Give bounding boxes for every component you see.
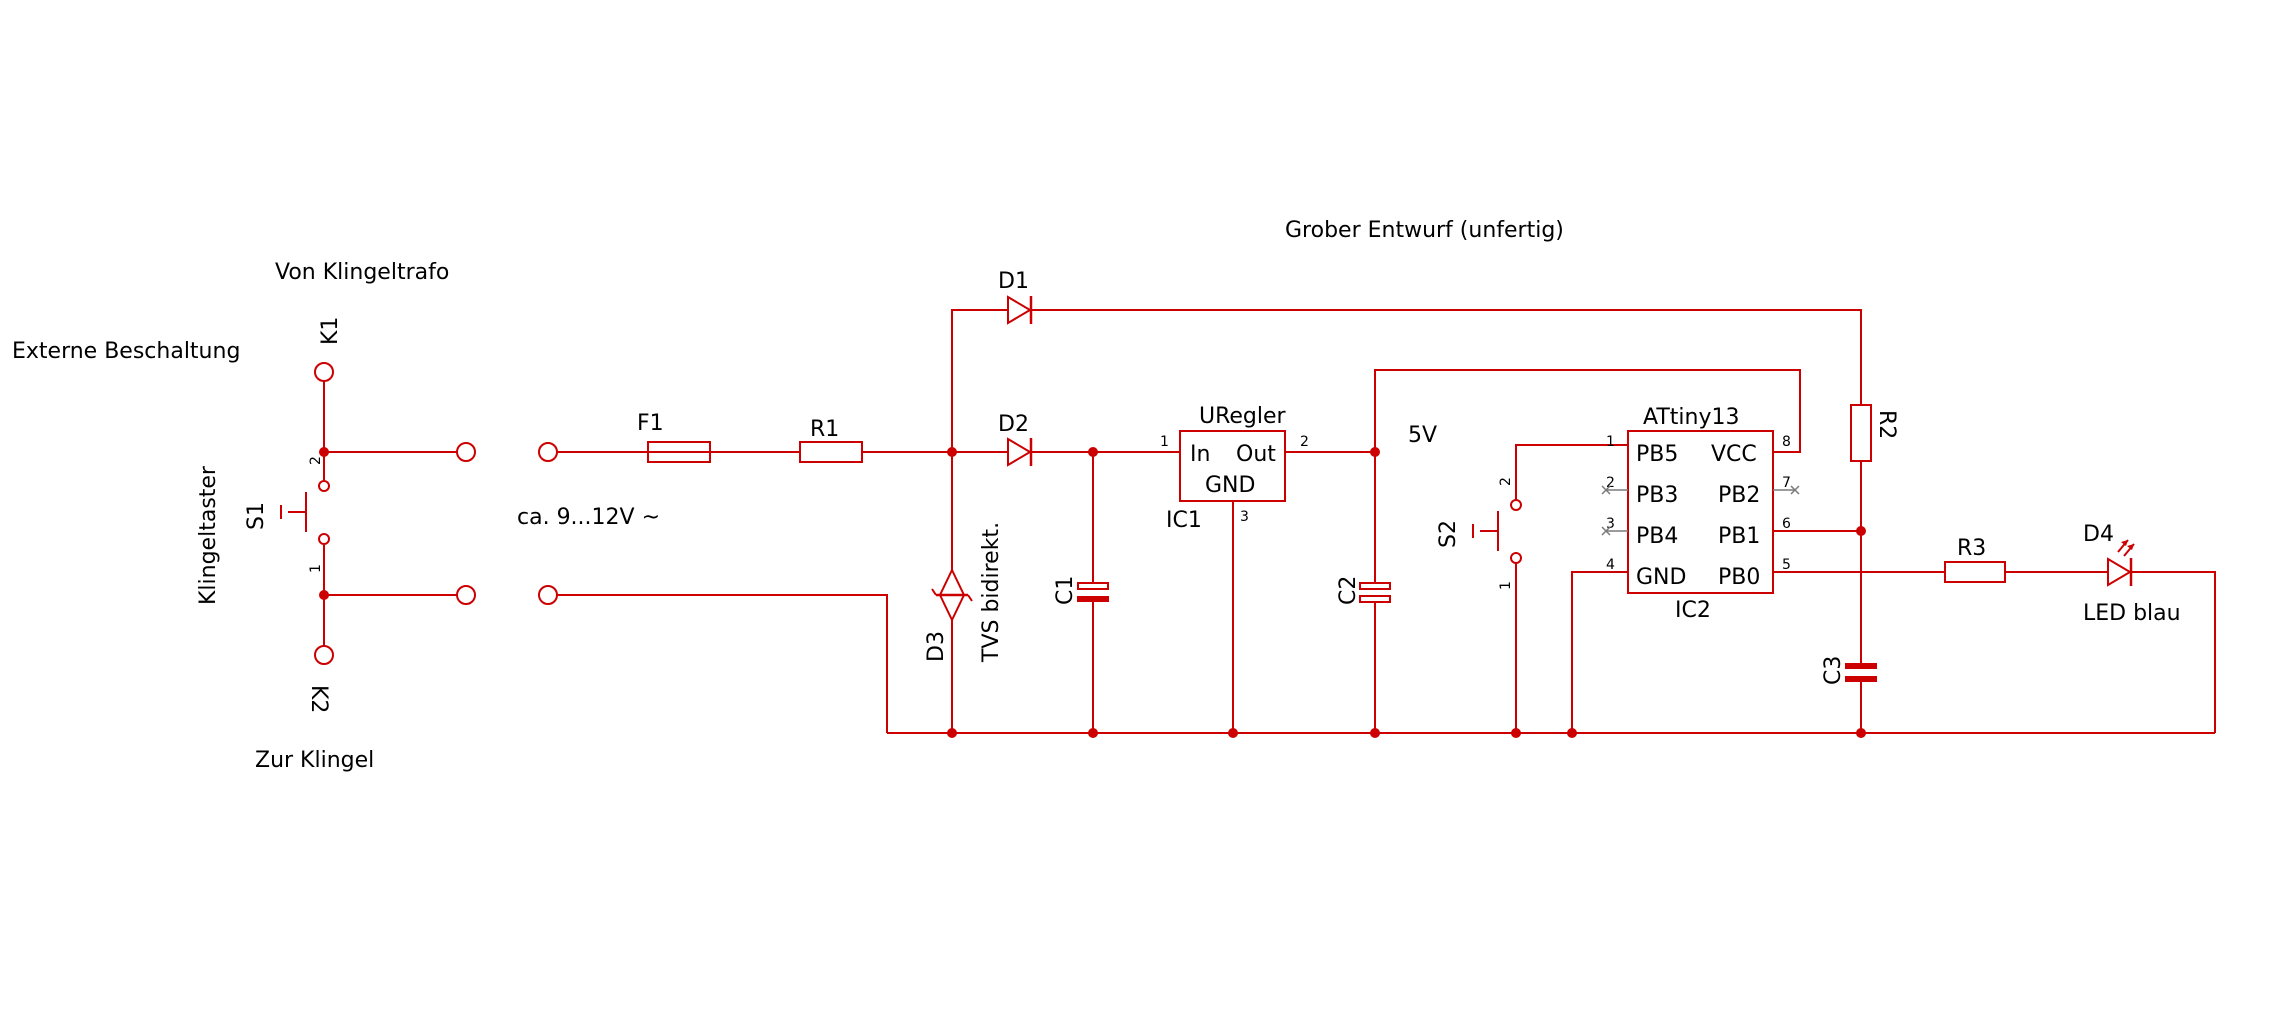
- s2-pin2: 2: [1498, 477, 1514, 486]
- ic2-pin-right-5: PB0: [1718, 565, 1760, 590]
- switch-s1: S1 Klingeltaster 2 1: [196, 456, 330, 605]
- supply-5v-label: 5V: [1408, 423, 1437, 448]
- led-d4: D4 LED blau: [2083, 522, 2181, 626]
- r2-label: R2: [1874, 410, 1899, 439]
- connector-k2: K2: [306, 645, 334, 713]
- junction: [947, 728, 957, 738]
- diode-d2: D2: [998, 412, 1033, 467]
- ic2-label: IC2: [1675, 598, 1711, 623]
- no-connect-icon: [1601, 526, 1611, 536]
- c3-label: C3: [1821, 656, 1846, 685]
- no-connect-icon: [1601, 485, 1611, 495]
- ic1-value: URegler: [1199, 404, 1287, 429]
- external-circuit-note: Externe Beschaltung: [12, 339, 240, 364]
- s2-pin1: 1: [1498, 581, 1514, 590]
- ic2-pin-number: 5: [1782, 557, 1791, 573]
- resistor-r1: R1: [799, 417, 863, 463]
- f1-label: F1: [637, 411, 664, 436]
- ic2-pin-right-8: VCC: [1711, 442, 1757, 467]
- ic2-pin-number: 4: [1606, 557, 1615, 573]
- junction: [319, 590, 329, 600]
- capacitor-c3: C3: [1821, 656, 1877, 685]
- d2-label: D2: [998, 412, 1029, 437]
- c1-label: C1: [1053, 576, 1078, 605]
- to-bell-note: Zur Klingel: [255, 748, 374, 773]
- r1-label: R1: [810, 417, 839, 442]
- ic2-pin-left-4: GND: [1636, 565, 1686, 590]
- wire-k1-top: [323, 381, 458, 453]
- ic2-pin-left-1: PB5: [1636, 442, 1678, 467]
- s1-pin2: 2: [308, 456, 324, 465]
- led-color-note: LED blau: [2083, 601, 2181, 626]
- ic2-pin-left-2: PB3: [1636, 483, 1678, 508]
- microcontroller-ic2: ATtiny13 IC2 PB5 PB3 PB4 GND VCC PB2 PB1…: [1601, 405, 1800, 623]
- s1-pin1: 1: [308, 564, 324, 573]
- wire-k2-bottom: [323, 545, 458, 596]
- ic2-pin-right-6: PB1: [1718, 524, 1760, 549]
- k1-label: K1: [318, 317, 343, 345]
- voltage-note: ca. 9...12V ~: [517, 505, 660, 530]
- ic1-pin2-number: 2: [1300, 434, 1309, 450]
- d1-label: D1: [998, 269, 1029, 294]
- s1-description: Klingeltaster: [196, 465, 221, 605]
- ic1-label: IC1: [1166, 508, 1202, 533]
- capacitor-c2: C2: [1336, 576, 1391, 605]
- ic1-pin3-number: 3: [1240, 509, 1249, 525]
- terminal-left-bottom: [456, 585, 476, 605]
- no-connect-icon: [1790, 485, 1800, 495]
- junction: [1856, 728, 1866, 738]
- ic1-pin-gnd: GND: [1205, 473, 1255, 498]
- c2-label: C2: [1336, 576, 1361, 605]
- ic2-pin-number: 7: [1782, 475, 1791, 491]
- schematic-title: Grober Entwurf (unfertig): [1285, 218, 1564, 243]
- ic1-pin1-number: 1: [1160, 434, 1169, 450]
- junction: [1228, 728, 1238, 738]
- fuse-f1: F1: [637, 411, 711, 463]
- ic2-pin-number: 6: [1782, 516, 1791, 532]
- junction: [1370, 728, 1380, 738]
- s1-label: S1: [244, 502, 269, 530]
- capacitor-c1: C1: [1053, 576, 1109, 605]
- connector-k1: K1: [314, 317, 343, 382]
- k2-label: K2: [306, 685, 331, 713]
- d3-label: D3: [924, 631, 949, 662]
- junction: [1088, 728, 1098, 738]
- tvs-note: TVS bidirekt.: [979, 522, 1004, 663]
- ic1-pin-in: In: [1190, 442, 1210, 467]
- diode-d1: D1: [998, 269, 1033, 325]
- ic2-pin-number: 1: [1606, 434, 1615, 450]
- ic2-pin-left-3: PB4: [1636, 524, 1678, 549]
- resistor-r2: R2: [1850, 404, 1899, 462]
- ic2-pin-right-7: PB2: [1718, 483, 1760, 508]
- d4-label: D4: [2083, 522, 2114, 547]
- tvs-diode-d3: D3 TVS bidirekt.: [924, 522, 1004, 663]
- s2-label: S2: [1436, 520, 1461, 548]
- from-trafo-note: Von Klingeltrafo: [275, 260, 449, 285]
- terminal-right-top: [538, 442, 558, 462]
- resistor-r3: R3: [1944, 536, 2006, 583]
- terminal-left-top: [456, 442, 476, 462]
- switch-s2: S2 2 1: [1436, 477, 1522, 590]
- junction: [319, 447, 329, 457]
- regulator-ic1: URegler In Out GND IC1 1 2 3: [1160, 404, 1309, 533]
- r3-label: R3: [1957, 536, 1986, 561]
- ic2-pin-number: 3: [1606, 516, 1615, 532]
- ic2-pin-number: 8: [1782, 434, 1791, 450]
- terminal-right-bottom: [538, 585, 558, 605]
- ic2-value: ATtiny13: [1643, 405, 1739, 430]
- junction: [1567, 728, 1577, 738]
- ic2-pin-number: 2: [1606, 475, 1615, 491]
- ic1-pin-out: Out: [1236, 442, 1276, 467]
- junction: [1511, 728, 1521, 738]
